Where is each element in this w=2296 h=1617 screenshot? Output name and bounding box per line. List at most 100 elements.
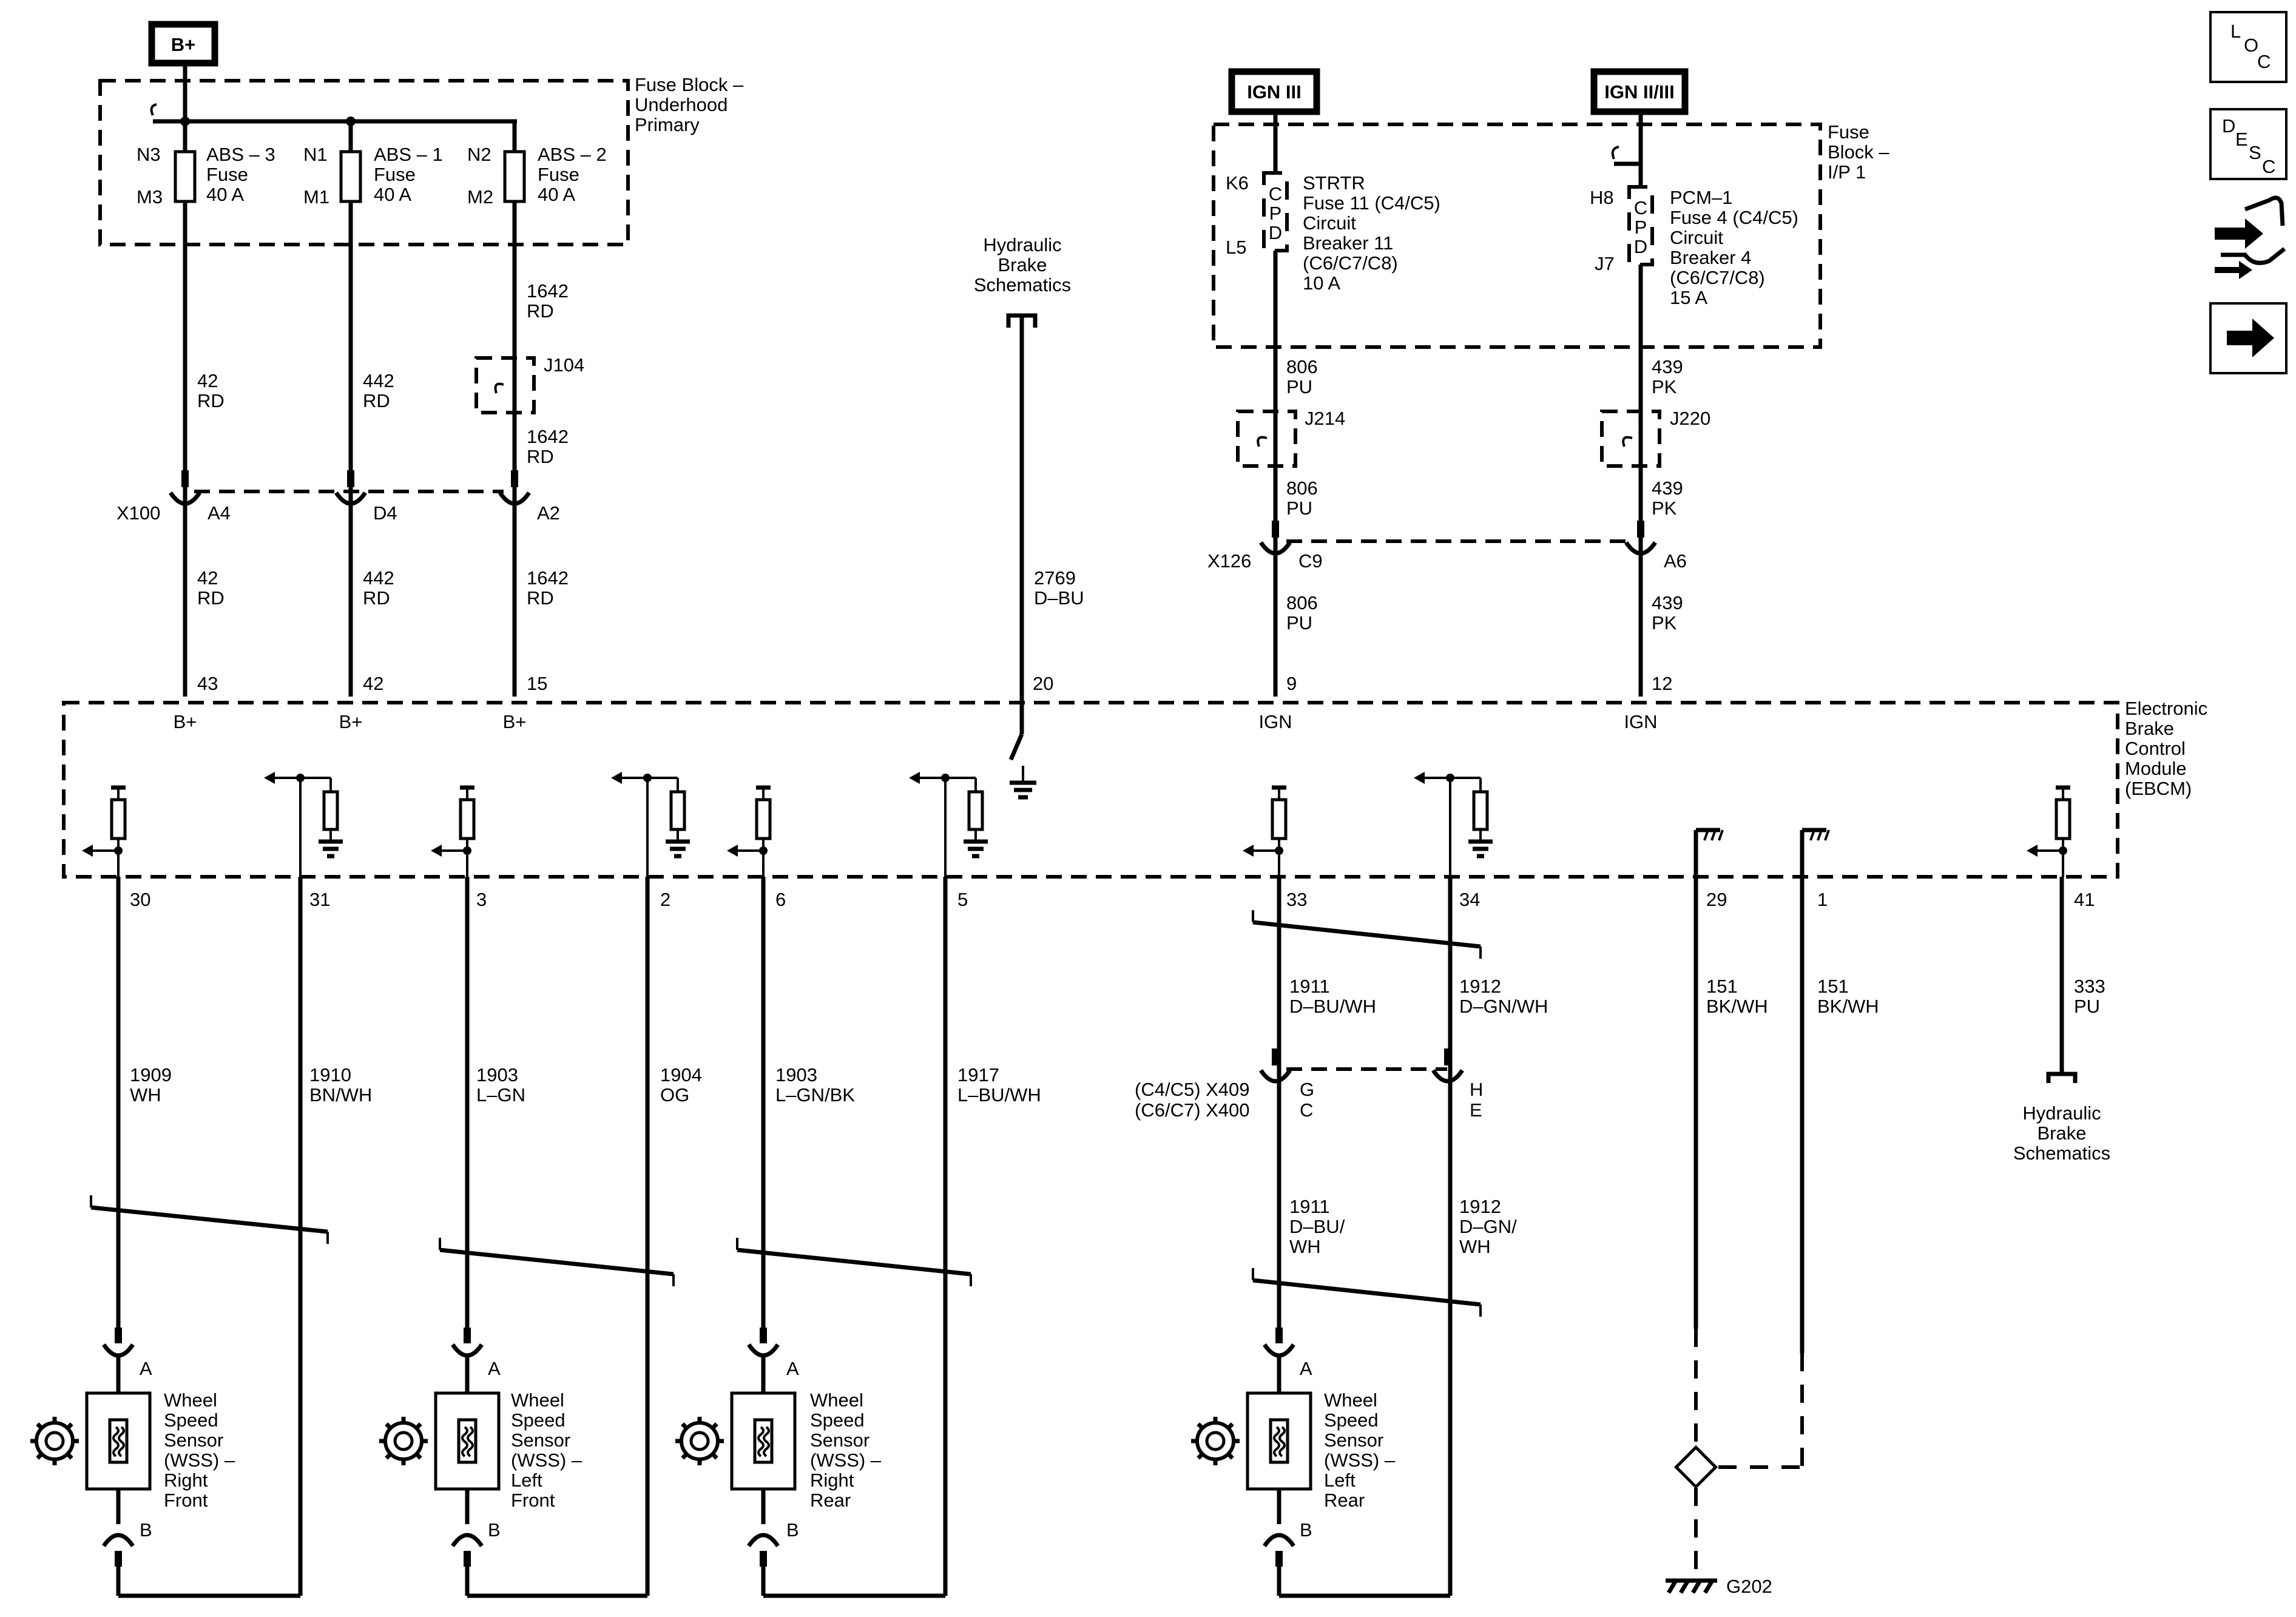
resistor-icon <box>1472 790 1489 831</box>
arrow-icon <box>727 845 738 857</box>
fuse-abs-3-label-1: ABS – 3 <box>206 144 275 165</box>
hydraulic-ref-top-2: Brake <box>998 254 1047 275</box>
wire-1917-circuit: 1917 <box>957 1064 999 1085</box>
ebcm-pullup-input <box>2027 785 2071 877</box>
ebcm-title-2: Brake <box>2125 718 2174 739</box>
wire-1909-color: WH <box>130 1084 161 1106</box>
ebcm-pullup-input <box>82 785 127 877</box>
fuse-block-ip1: Fuse Block – I/P 1 C P D K6 L5 STRTR Fus… <box>1212 112 1889 697</box>
pcm1-label-2: Fuse 4 (C4/C5) <box>1670 207 1798 228</box>
wheel-speed-sensor <box>1191 1328 1450 1598</box>
cpd-strtr-d: D <box>1269 222 1282 243</box>
ground-g202-label: G202 <box>1726 1576 1772 1597</box>
pcm1-bottom-terminal: J7 <box>1595 253 1615 274</box>
sensor-lf-label-4: (WSS) – <box>511 1450 582 1471</box>
sensor-rr-label-6: Rear <box>810 1490 851 1511</box>
arrow-icon <box>611 772 622 784</box>
coil-icon <box>1269 1418 1289 1464</box>
ebcm-pullup-input <box>1243 785 1288 877</box>
wire-1642c-circuit: 1642 <box>527 567 569 589</box>
ebcm-ground-pin <box>1800 828 1830 877</box>
arrow-icon <box>1243 845 1254 857</box>
pcm1-label-1: PCM–1 <box>1670 187 1732 208</box>
ebcm-pin-34: 34 <box>1459 889 1480 910</box>
fuse-block-underhood-title-1: Fuse Block – <box>635 74 744 95</box>
ebcm-pin-6: 6 <box>775 889 786 910</box>
wire-2769-color: D–BU <box>1034 587 1084 609</box>
pcm1-top-terminal: H8 <box>1590 187 1614 208</box>
wire-439b-color: PK <box>1652 498 1677 519</box>
wire-1910-circuit: 1910 <box>309 1064 351 1085</box>
coil-icon <box>457 1418 478 1464</box>
wire-806c-circuit: 806 <box>1286 592 1318 613</box>
connector-tools-icon[interactable] <box>2215 195 2286 279</box>
ebcm-pulldown-return <box>611 772 690 877</box>
ebcm-ground-pin <box>1693 828 1724 877</box>
sensor-rr-label-3: Sensor <box>810 1430 869 1451</box>
gear-icon <box>675 1417 724 1465</box>
ebcm-module: Electronic Brake Control Module (EBCM) 4… <box>62 673 2207 910</box>
sensor-lf-label-2: Speed <box>511 1409 566 1431</box>
resistor-icon <box>1271 798 1288 840</box>
wire-439b-circuit: 439 <box>1652 478 1683 499</box>
fuse-abs-2-top-terminal: N2 <box>467 144 491 165</box>
desc-letter-c: C <box>2262 156 2275 177</box>
ebcm-pin-43: 43 <box>197 673 218 694</box>
connector-x409-pin-g: G <box>1300 1079 1314 1100</box>
description-button[interactable]: D E S C <box>2209 108 2288 180</box>
ebcm-pin-3: 3 <box>476 889 487 910</box>
fuse-abs-2-label-3: 40 A <box>538 184 575 205</box>
fuse-block-underhood: Fuse Block – Underhood Primary N3 M3 ABS… <box>98 74 744 697</box>
twisted-pair-mark <box>1252 920 1481 949</box>
ebcm-ign-1: IGN <box>1258 711 1292 732</box>
fuse-abs-3-label-2: Fuse <box>206 164 248 185</box>
sensor-lr-label-3: Sensor <box>1324 1430 1383 1451</box>
cpd-strtr-p: P <box>1269 203 1282 224</box>
lower-wire-labels: 1909 WH 1910 BN/WH 1903 L–GN 1904 OG 190… <box>130 976 2105 1257</box>
sensor-rf-label-3: Sensor <box>164 1430 223 1451</box>
connector-x400-pin-e: E <box>1470 1099 1482 1121</box>
hydraulic-ref-bottom-3: Schematics <box>2013 1143 2110 1164</box>
connector-x400-label: (C6/C7) X400 <box>1135 1099 1250 1121</box>
sensor-lr-pin-a: A <box>1300 1358 1312 1379</box>
wire-1912b-circuit: 1912 <box>1459 1196 1501 1217</box>
next-arrow-icon[interactable] <box>2209 302 2288 374</box>
sensor-lr-pin-b: B <box>1300 1519 1312 1541</box>
ignition-power-sources: IGN III IGN II/III <box>1228 68 1689 115</box>
sensor-rf-pin-a: A <box>140 1358 152 1379</box>
fuse-abs-1-bottom-terminal: M1 <box>303 186 329 208</box>
sensor-lf-label-5: Left <box>511 1470 542 1491</box>
bplus-label: B+ <box>171 34 196 55</box>
ebcm-internal-circuits <box>82 772 2071 877</box>
wire-1903b-color: L–GN/BK <box>775 1084 855 1106</box>
ebcm-title-5: (EBCM) <box>2125 778 2192 799</box>
wire-1642-color: RD <box>527 300 554 322</box>
gear-icon <box>1191 1417 1240 1465</box>
fuse-block-ip1-title-2: Block – <box>1828 141 1889 163</box>
sensor-rf-label-1: Wheel <box>164 1389 217 1411</box>
twisted-pair-mark <box>90 1205 328 1234</box>
fuse-block-underhood-title-3: Primary <box>635 114 700 135</box>
sensor-rr-label-4: (WSS) – <box>810 1450 882 1471</box>
pcm1-label-5: (C6/C7/C8) <box>1670 267 1765 288</box>
fuse-abs-2-label-1: ABS – 2 <box>538 144 607 165</box>
wire-333-circuit: 333 <box>2074 976 2105 997</box>
splice-j220: J220 <box>1600 408 1710 468</box>
ebcm-pin-42: 42 <box>363 673 383 694</box>
ebcm-pin-30: 30 <box>130 889 150 910</box>
sensor-rf-label-6: Front <box>164 1490 208 1511</box>
wheel-speed-sensors <box>30 1328 1450 1598</box>
ign-wire-labels: 806 PU 806 PU 806 PU 439 PK 439 PK 439 P… <box>1286 356 1683 633</box>
pcm1-label-3: Circuit <box>1670 227 1723 248</box>
sensor-rf-label-5: Right <box>164 1470 208 1491</box>
wire-2769-circuit: 2769 <box>1034 567 1076 589</box>
sensor-lr-label-1: Wheel <box>1324 1389 1377 1411</box>
upper-wire-labels-left: 42 RD 442 RD 1642 RD 1642 RD 42 RD 442 R… <box>197 280 569 609</box>
ebcm-pullup-input <box>727 785 772 877</box>
ebcm-pin-41: 41 <box>2074 889 2095 910</box>
arrow-icon <box>1414 772 1425 784</box>
connector-x100-label: X100 <box>116 502 160 524</box>
ebcm-pin-20: 20 <box>1033 673 1053 694</box>
location-button[interactable]: L O C <box>2209 11 2288 83</box>
pcm1-label-6: 15 A <box>1670 287 1707 308</box>
